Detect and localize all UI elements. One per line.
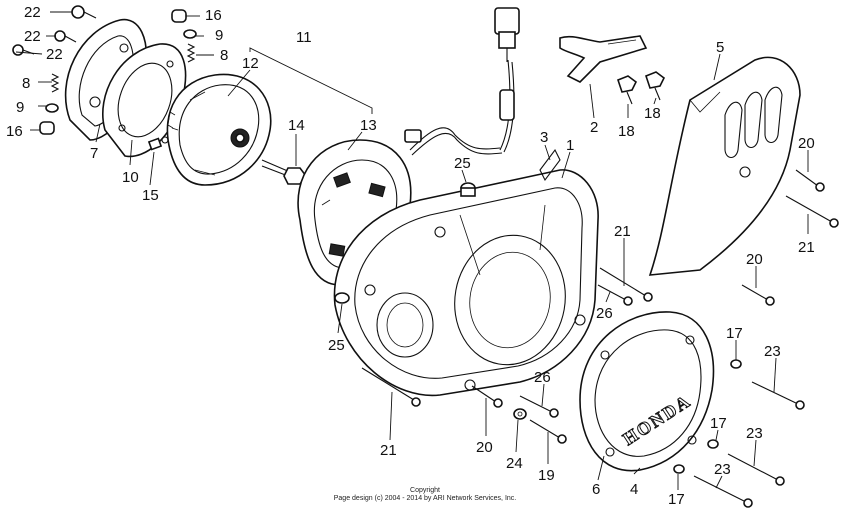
bolt-19 — [529, 419, 567, 444]
callout-8-top: 8 — [220, 47, 228, 64]
washer-9-left — [45, 103, 59, 113]
spring-8-left — [50, 73, 60, 93]
bolt-26-middle — [597, 284, 633, 306]
bolt-22-middle — [54, 30, 77, 43]
generator-cover-4: HONDA — [579, 311, 715, 472]
callout-16-top: 16 — [205, 7, 222, 24]
o-ring-17-lower — [673, 464, 685, 474]
callout-20-upper-right: 20 — [798, 135, 815, 152]
callout-6: 6 — [592, 481, 600, 498]
callout-26-middle: 26 — [596, 305, 613, 322]
crankcase-cover-1 — [333, 169, 599, 397]
callout-18-left: 18 — [618, 123, 635, 140]
callout-12: 12 — [242, 55, 259, 72]
leader-lines — [15, 11, 809, 490]
callout-5: 5 — [716, 39, 724, 56]
callout-18-right: 18 — [644, 105, 661, 122]
bolt-22-top — [71, 5, 97, 19]
callout-22-middle: 22 — [24, 28, 41, 45]
bolt-26-bottom — [519, 395, 559, 418]
bolt-23-upper — [751, 381, 805, 410]
callout-7: 7 — [90, 145, 98, 162]
callout-25-left: 25 — [328, 337, 345, 354]
callout-17-upper: 17 — [726, 325, 743, 342]
callout-23-upper: 23 — [764, 343, 781, 360]
bolt-23-middle — [727, 453, 785, 486]
bolt-20-upper-right — [795, 169, 825, 192]
callout-22-left: 22 — [46, 46, 63, 63]
callout-22-top: 22 — [24, 4, 41, 21]
copyright-line-1: Copyright — [410, 487, 440, 494]
callout-9-top: 9 — [215, 27, 223, 44]
washer-9-top — [183, 29, 197, 39]
callout-2: 2 — [590, 119, 598, 136]
bolt-18-right — [645, 71, 666, 101]
callout-17-lower: 17 — [668, 491, 685, 508]
callout-21-middle: 21 — [614, 223, 631, 240]
callout-11: 11 — [296, 29, 312, 46]
bolt-14 — [261, 159, 307, 185]
spring-8-top — [186, 43, 196, 63]
bolt-21-middle — [599, 267, 653, 302]
callout-23-middle: 23 — [746, 425, 763, 442]
sprocket-cover-5 — [648, 56, 801, 276]
callout-8-left: 8 — [22, 75, 30, 92]
callout-16-left: 16 — [6, 123, 23, 140]
callout-14: 14 — [288, 117, 305, 134]
callout-20-bottom: 20 — [476, 439, 493, 456]
cap-16-left — [39, 121, 55, 135]
callout-numbers: 22 22 22 8 9 16 16 9 8 11 12 13 14 10 15… — [6, 4, 815, 508]
bolt-20-mid-right — [741, 284, 775, 306]
callout-25-top: 25 — [454, 155, 471, 172]
callout-15: 15 — [142, 187, 159, 204]
callout-26-bottom: 26 — [534, 369, 551, 386]
callout-9-left: 9 — [16, 99, 24, 116]
callout-23-lower: 23 — [714, 461, 731, 478]
callout-21-bottom: 21 — [380, 442, 397, 459]
bolt-20-bottom — [471, 385, 503, 408]
bolt-18-left — [617, 75, 638, 105]
copyright-line-2: Page design (c) 2004 - 2014 by ARI Netwo… — [334, 495, 517, 502]
bolt-21-right — [785, 195, 839, 228]
callout-21-right: 21 — [798, 239, 815, 256]
wire-harness — [404, 7, 520, 156]
callout-10: 10 — [122, 169, 139, 186]
rotor-flywheel-12 — [166, 73, 272, 186]
bolt-21-bottom-left — [361, 367, 421, 407]
stator-plate-10 — [102, 43, 187, 158]
dowel-25-top — [460, 182, 476, 197]
callout-24: 24 — [506, 455, 523, 472]
dowel-25-left — [334, 292, 350, 304]
callout-20-mid-right: 20 — [746, 251, 763, 268]
callout-19: 19 — [538, 467, 555, 484]
callout-1: 1 — [566, 137, 574, 154]
callout-17-middle: 17 — [710, 415, 727, 432]
callout-13: 13 — [360, 117, 377, 134]
gasket-3 — [539, 148, 561, 182]
bolt-23-lower — [693, 475, 753, 508]
o-ring-17-upper — [730, 359, 742, 369]
key-15 — [147, 137, 163, 151]
cap-16-top — [171, 9, 187, 23]
callout-4: 4 — [630, 481, 638, 498]
o-ring-17-middle — [707, 439, 719, 449]
washer-24 — [513, 408, 527, 420]
callout-3: 3 — [540, 129, 548, 146]
guide-plate-2 — [559, 35, 648, 83]
